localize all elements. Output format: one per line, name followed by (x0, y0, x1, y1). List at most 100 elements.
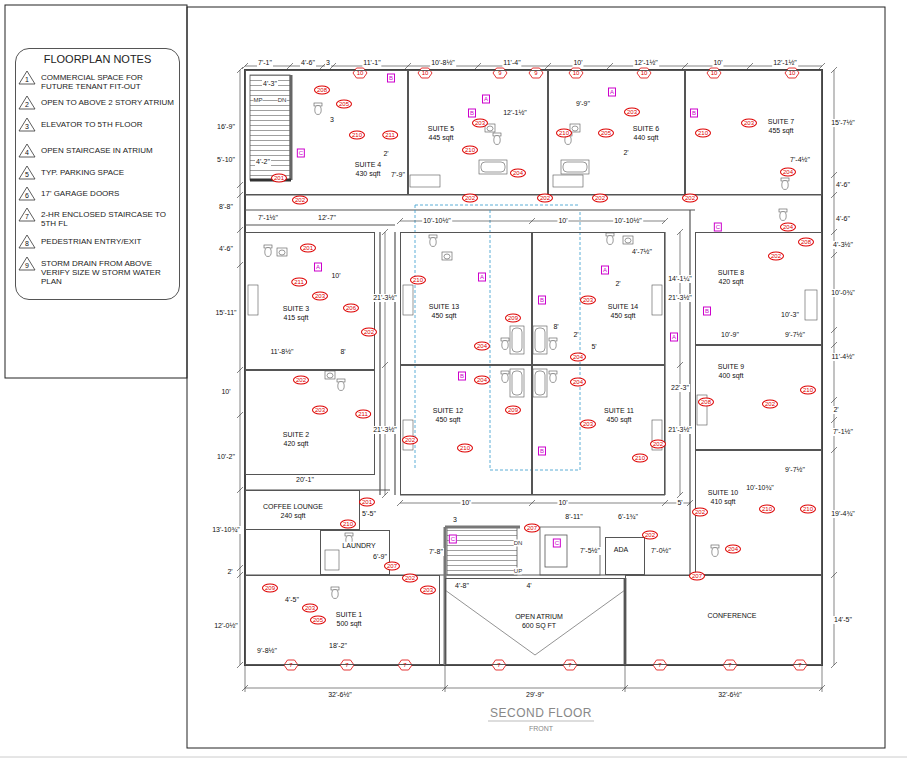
room-name: CONFERENCE (707, 612, 756, 621)
note-number: 4 (25, 149, 29, 157)
title-underline (488, 721, 594, 722)
fixtures (277, 248, 287, 256)
dimension: 8'-11" (564, 513, 583, 521)
fixtures (549, 371, 557, 383)
room-area: 440 sqft (633, 133, 659, 142)
drawing-caption: FRONT (529, 725, 553, 732)
window-tag: 10 (573, 70, 580, 77)
dimension: 8'-8" (218, 203, 234, 211)
door-tag: 202 (650, 440, 666, 449)
sheet-frame (0, 5, 907, 757)
conference-room: CONFERENCE (625, 575, 822, 665)
dimension: 5' (676, 499, 683, 507)
fixtures (510, 326, 524, 354)
door-tag: 210 (340, 520, 356, 529)
window-tag: 7 (798, 662, 801, 669)
room-area: 240 sqft (263, 511, 323, 520)
suite-room: SUITE 12450 sqft (400, 365, 532, 495)
stair-label: DN (514, 540, 523, 547)
note-number: 6 (25, 192, 29, 200)
fixtures (549, 338, 557, 350)
dimension: 10'-10½" (613, 217, 643, 225)
room-area: 430 sqft (355, 169, 381, 178)
note-number: 1 (25, 76, 29, 84)
door-tag: 202 (462, 194, 478, 203)
note-number: 3 (25, 123, 29, 131)
dimension: 5'-5" (361, 510, 377, 518)
window-tag: 7 (345, 662, 348, 669)
stair-symbol (445, 527, 625, 665)
note-text: 17' GARAGE DOORS (41, 189, 176, 198)
fixtures (501, 371, 509, 383)
room-label-group: ADA (613, 546, 629, 555)
dimension: 10' (557, 499, 568, 507)
dimension: 9'-7½" (784, 466, 806, 474)
dimension: 5'-10" (216, 156, 236, 164)
dimension: 32'-6½" (717, 691, 743, 699)
type-tag: C (714, 223, 722, 232)
ada-room: ADA (605, 537, 645, 575)
door-tag: 202 (402, 436, 418, 445)
room-name: SUITE 2 (283, 431, 309, 440)
dimension: 12'-7" (317, 214, 337, 222)
note-number: 7 (25, 213, 29, 221)
door-tag: 204 (570, 353, 586, 362)
room-area: 600 SQ FT (515, 621, 563, 630)
dimension: 2' (622, 149, 629, 157)
door-tag: 211 (355, 410, 371, 419)
note-text: PEDESTRIAN ENTRY/EXIT (41, 237, 176, 246)
dimension: 6'-9" (372, 553, 388, 561)
fixtures (325, 550, 339, 570)
door-tag: 209 (262, 584, 278, 593)
dimension: 9'-8½" (256, 647, 278, 655)
room-name: SUITE 6 (633, 125, 659, 134)
fixtures (606, 233, 614, 245)
dimension: 7'-5½" (579, 547, 601, 555)
dimension: 21'-3½" (667, 426, 693, 434)
dimension: 10'-8½" (430, 59, 456, 67)
door-tag: 201 (300, 244, 316, 253)
room-area: 500 sqft (336, 619, 362, 628)
type-tag: C (449, 535, 457, 544)
dimension: 14'-5" (833, 616, 853, 624)
type-tag: A (601, 266, 609, 275)
fixtures (264, 245, 272, 257)
door-tag: 202 (293, 376, 309, 385)
door-tag: 202 (692, 508, 708, 517)
door-tag: 210 (800, 505, 816, 514)
fixtures (510, 369, 524, 397)
door-tag: 204 (780, 223, 796, 232)
dimension: 4'-7½" (631, 248, 653, 256)
fixtures (442, 252, 452, 260)
dimension: 18'-2" (328, 642, 348, 650)
note-number: 5 (25, 171, 29, 179)
window-tag-symbol (284, 660, 298, 670)
dimension: 7'-1½" (257, 214, 279, 222)
room-label-group: CONFERENCE (706, 612, 757, 621)
door-tag: 204 (474, 342, 490, 351)
door-tag: 202 (768, 252, 784, 261)
window-tag: 7 (568, 662, 571, 669)
stair-label: UP (514, 568, 522, 575)
suite-room: SUITE 9400 sqft (695, 345, 822, 450)
room-name: OPEN ATRIUM (515, 613, 563, 622)
room-name: SUITE 12 (433, 407, 463, 416)
door-tag: 211 (291, 278, 307, 287)
suite-room: SUITE 13450 sqft (400, 232, 532, 365)
room-label-group: SUITE 12450 sqft (432, 407, 464, 424)
fixtures (403, 285, 413, 315)
fixtures (493, 133, 501, 145)
title-underline (488, 721, 594, 722)
door-tag: 204 (780, 168, 796, 177)
dimension: 7'-9" (390, 171, 406, 179)
door-tag: 208 (798, 238, 814, 247)
dimension: 16'-9" (216, 123, 236, 131)
dimension: 2' (382, 150, 389, 158)
dimension: 4'-6" (835, 215, 851, 223)
room-label-group: SUITE 10410 sqft (707, 489, 739, 506)
note-text: TYP. PARKING SPACE (41, 168, 176, 177)
room-area: 410 sqft (708, 497, 738, 506)
fixtures (501, 338, 509, 350)
dimension: 3 (325, 59, 331, 67)
door-tag: 203 (302, 604, 318, 613)
